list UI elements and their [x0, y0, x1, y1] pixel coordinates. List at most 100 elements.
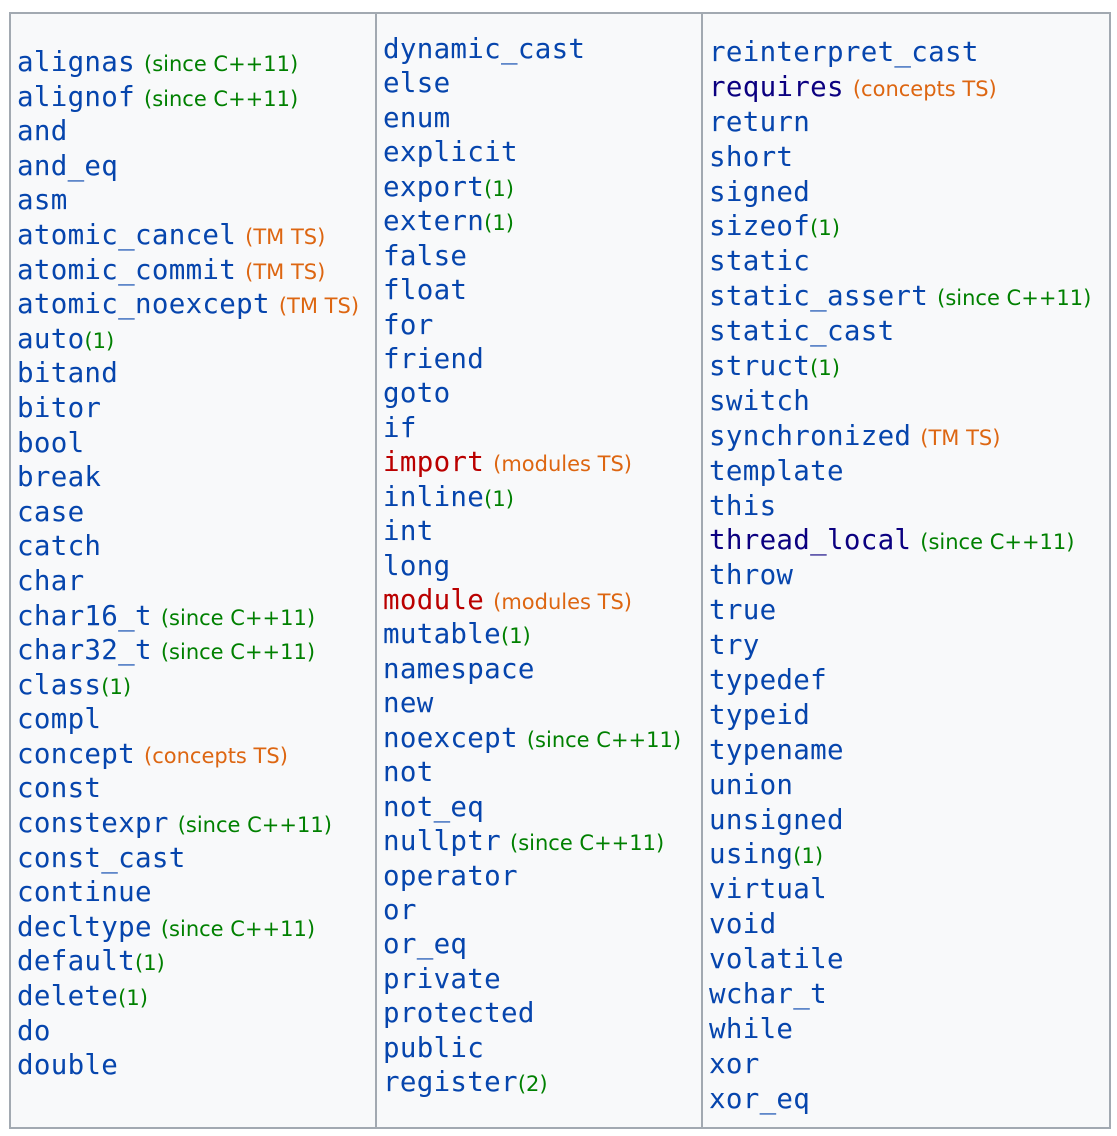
keyword-link[interactable]: bitand: [17, 357, 119, 390]
footnote-ref[interactable]: (1): [135, 951, 165, 976]
keyword-link[interactable]: public: [383, 1031, 485, 1064]
footnote-ref[interactable]: (1): [793, 844, 824, 869]
keyword-link[interactable]: mutable: [383, 618, 501, 651]
footnote-ref[interactable]: (1): [84, 328, 115, 353]
keyword-link[interactable]: const: [17, 772, 102, 805]
keyword-link[interactable]: sizeof: [709, 210, 811, 243]
keyword-link[interactable]: signed: [709, 175, 811, 208]
keyword-link[interactable]: false: [383, 239, 468, 272]
keyword-link[interactable]: export: [383, 170, 485, 203]
keyword-link[interactable]: synchronized: [709, 419, 912, 452]
keyword-link[interactable]: throw: [709, 559, 794, 592]
keyword-link[interactable]: namespace: [383, 652, 535, 685]
keyword-link[interactable]: alignof: [17, 80, 135, 113]
keyword-link[interactable]: long: [383, 549, 451, 582]
keyword-link[interactable]: reinterpret_cast: [709, 36, 979, 68]
footnote-ref[interactable]: (1): [118, 986, 148, 1011]
keyword-link[interactable]: import: [383, 446, 485, 479]
keyword-link[interactable]: class: [17, 668, 102, 701]
keyword-link[interactable]: asm: [17, 184, 68, 217]
keyword-link[interactable]: static_assert: [709, 280, 929, 313]
keyword-link[interactable]: float: [383, 274, 468, 307]
keyword-link[interactable]: enum: [383, 101, 451, 134]
keyword-link[interactable]: default: [17, 945, 135, 978]
footnote-ref[interactable]: (1): [484, 176, 514, 201]
keyword-link[interactable]: catch: [17, 530, 102, 563]
footnote-ref[interactable]: (1): [101, 674, 132, 699]
keyword-link[interactable]: auto: [17, 322, 85, 355]
footnote-ref[interactable]: (1): [810, 216, 840, 241]
keyword-link[interactable]: not: [383, 756, 434, 789]
keyword-link[interactable]: compl: [17, 703, 102, 736]
keyword-link[interactable]: goto: [383, 377, 451, 410]
keyword-link[interactable]: char32_t: [17, 634, 152, 667]
keyword-link[interactable]: this: [709, 489, 777, 522]
keyword-link[interactable]: char16_t: [17, 599, 152, 632]
keyword-link[interactable]: delete: [17, 980, 119, 1013]
keyword-link[interactable]: short: [709, 140, 794, 173]
keyword-link[interactable]: extern: [383, 205, 485, 238]
keyword-link[interactable]: or_eq: [383, 928, 468, 961]
keyword-link[interactable]: or: [383, 893, 417, 926]
keyword-link[interactable]: noexcept: [383, 721, 518, 754]
keyword-link[interactable]: void: [709, 908, 777, 941]
keyword-link[interactable]: dynamic_cast: [383, 33, 586, 65]
keyword-link[interactable]: and_eq: [17, 149, 119, 182]
footnote-ref[interactable]: (1): [484, 211, 514, 236]
keyword-link[interactable]: protected: [383, 997, 535, 1030]
keyword-link[interactable]: for: [383, 308, 434, 341]
keyword-link[interactable]: const_cast: [17, 841, 186, 874]
keyword-link[interactable]: int: [383, 515, 434, 548]
keyword-link[interactable]: inline: [383, 480, 485, 513]
keyword-link[interactable]: static_cast: [709, 315, 895, 348]
keyword-link[interactable]: return: [709, 105, 811, 138]
keyword-link[interactable]: xor_eq: [709, 1082, 811, 1115]
keyword-link[interactable]: template: [709, 454, 844, 487]
keyword-link[interactable]: char: [17, 564, 85, 597]
keyword-link[interactable]: not_eq: [383, 790, 485, 823]
keyword-link[interactable]: static: [709, 245, 811, 278]
keyword-link[interactable]: try: [709, 629, 760, 662]
keyword-link[interactable]: using: [709, 838, 794, 871]
keyword-link[interactable]: while: [709, 1012, 794, 1045]
keyword-link[interactable]: register: [383, 1066, 518, 1099]
keyword-link[interactable]: alignas: [17, 46, 135, 78]
keyword-link[interactable]: union: [709, 768, 794, 801]
keyword-link[interactable]: else: [383, 67, 451, 100]
keyword-link[interactable]: case: [17, 495, 85, 528]
keyword-link[interactable]: continue: [17, 876, 152, 909]
keyword-link[interactable]: module: [383, 584, 485, 616]
keyword-link[interactable]: concept: [17, 737, 135, 770]
keyword-link[interactable]: nullptr: [383, 825, 501, 858]
keyword-link[interactable]: and: [17, 115, 68, 148]
footnote-ref[interactable]: (2): [517, 1072, 548, 1097]
keyword-link[interactable]: xor: [709, 1047, 760, 1080]
keyword-link[interactable]: do: [17, 1014, 51, 1047]
keyword-link[interactable]: requires: [709, 70, 844, 103]
keyword-link[interactable]: virtual: [709, 873, 827, 906]
keyword-link[interactable]: atomic_commit: [17, 253, 237, 286]
keyword-link[interactable]: private: [383, 962, 501, 995]
keyword-link[interactable]: constexpr: [17, 807, 169, 840]
keyword-link[interactable]: bitor: [17, 391, 102, 424]
keyword-link[interactable]: thread_local: [709, 524, 912, 557]
keyword-link[interactable]: if: [383, 411, 417, 444]
keyword-link[interactable]: new: [383, 687, 434, 720]
keyword-link[interactable]: explicit: [383, 136, 518, 169]
keyword-link[interactable]: operator: [383, 859, 518, 892]
keyword-link[interactable]: atomic_cancel: [17, 218, 237, 251]
keyword-link[interactable]: break: [17, 461, 102, 494]
keyword-link[interactable]: typeid: [709, 698, 811, 731]
footnote-ref[interactable]: (1): [810, 356, 840, 381]
keyword-link[interactable]: switch: [709, 384, 811, 417]
keyword-link[interactable]: true: [709, 594, 777, 627]
keyword-link[interactable]: unsigned: [709, 803, 844, 836]
keyword-link[interactable]: volatile: [709, 943, 844, 976]
keyword-link[interactable]: typename: [709, 733, 844, 766]
keyword-link[interactable]: atomic_noexcept: [17, 288, 270, 321]
keyword-link[interactable]: friend: [383, 342, 485, 375]
keyword-link[interactable]: bool: [17, 426, 85, 459]
footnote-ref[interactable]: (1): [484, 486, 514, 511]
footnote-ref[interactable]: (1): [501, 624, 531, 649]
keyword-link[interactable]: double: [17, 1049, 119, 1082]
